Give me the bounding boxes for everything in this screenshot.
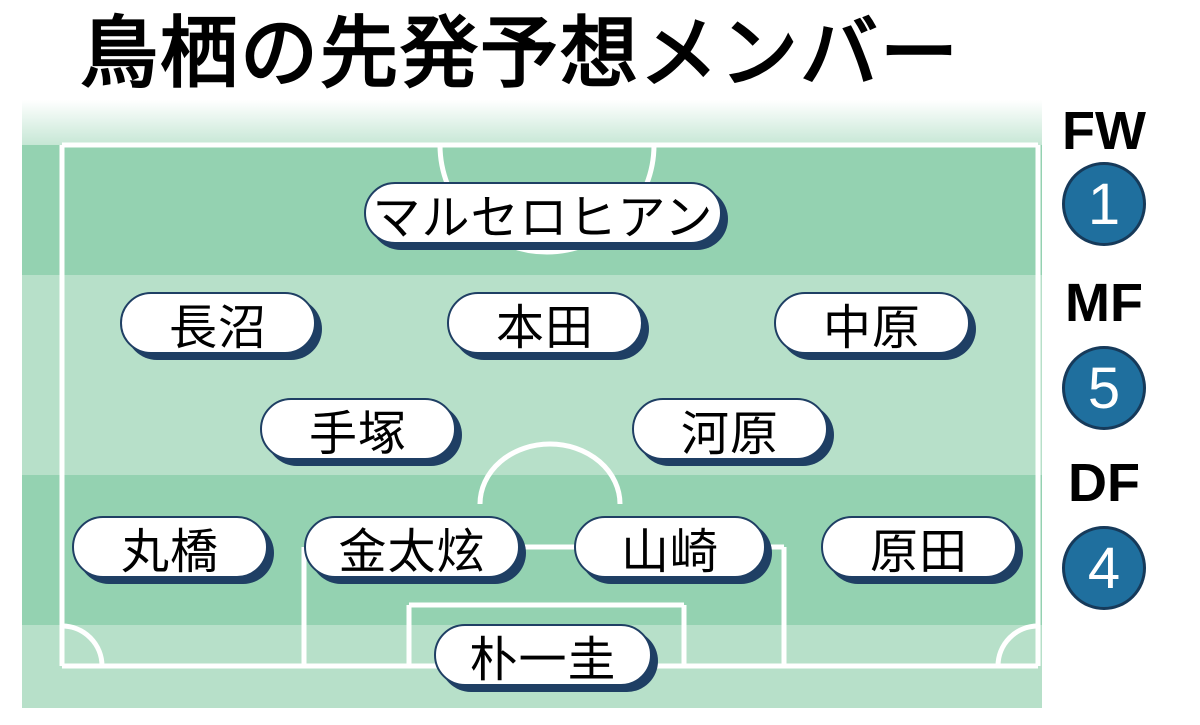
player-mf-tezuka: 手塚 <box>260 398 456 462</box>
df-label: DF <box>1068 453 1140 513</box>
player-mf-honda: 本田 <box>447 292 643 356</box>
mf-label: MF <box>1065 273 1143 333</box>
mf-count-badge: 5 <box>1062 346 1146 430</box>
fw-label: FW <box>1062 101 1146 161</box>
player-df-harada: 原田 <box>821 516 1017 580</box>
player-mf-nakahara: 中原 <box>774 292 970 356</box>
player-mf-naganuma: 長沼 <box>120 292 316 356</box>
player-fw-marcelo-hiyan: マルセロヒアン <box>364 182 722 246</box>
player-gk-park-il-gyu: 朴一圭 <box>434 624 652 688</box>
player-df-yamazaki: 山崎 <box>574 516 766 580</box>
player-df-maruhashi: 丸橋 <box>72 516 268 580</box>
player-df-kim-tae-hyeon: 金太炫 <box>304 516 520 580</box>
page-title: 鳥栖の先発予想メンバー <box>79 9 960 99</box>
df-count-badge: 4 <box>1062 526 1146 610</box>
player-mf-kawahara: 河原 <box>632 398 828 462</box>
fw-count-badge: 1 <box>1062 162 1146 246</box>
field-stripe <box>22 100 1042 145</box>
